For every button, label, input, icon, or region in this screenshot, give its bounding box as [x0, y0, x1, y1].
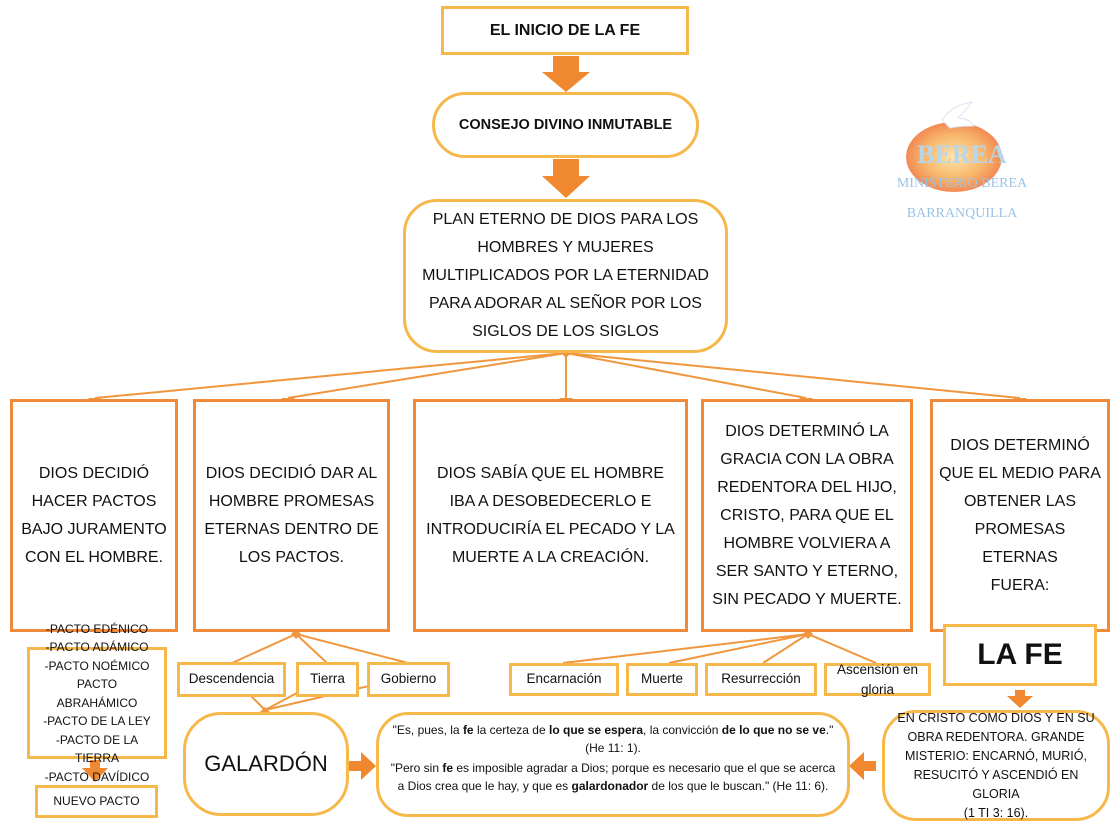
promesa-gobierno-text: Gobierno [380, 671, 437, 687]
dove-icon [941, 101, 975, 129]
la-fe-text: LA FE [977, 638, 1063, 671]
obra-ascension: Ascensión en gloria [824, 662, 931, 697]
promesa-descendencia-text: Descendencia [188, 671, 275, 687]
quote1-text: "Es, pues, la [392, 723, 463, 737]
quote2-text: "Pero sin [390, 761, 443, 775]
branch-pactos-text: DIOS DECIDIÓ HACER PACTOS BAJO JURAMENTO… [21, 464, 167, 566]
quote2-text: es imposible agradar a Dios; porque es n… [397, 761, 836, 793]
logo-ministerio: MINISTERIO BEREA [896, 176, 1028, 191]
quote2-reference: de los que le buscan." (He 11: 6). [648, 779, 829, 793]
quote2-emphasis: galardonador [571, 779, 649, 793]
promesa-tierra: Tierra [296, 662, 359, 697]
title-box: EL INICIO DE LA FE [441, 6, 689, 55]
obra-resurreccion: Resurrección [705, 663, 817, 696]
consejo-box: CONSEJO DIVINO INMUTABLE [432, 92, 699, 158]
branch-gracia-text: DIOS DETERMINÓ LA GRACIA CON LA OBRA RED… [712, 422, 902, 608]
quote1-fe: fe [462, 723, 474, 737]
obra-ascension-text: Ascensión en gloria [836, 661, 919, 697]
promesa-descendencia: Descendencia [177, 662, 286, 697]
obra-resurreccion-text: Resurrección [721, 671, 801, 687]
branch-gracia: DIOS DETERMINÓ LA GRACIA CON LA OBRA RED… [701, 399, 913, 632]
branch-pecado-text: DIOS SABÍA QUE EL HOMBRE IBA A DESOBEDEC… [426, 464, 675, 566]
pactos-list-text: -PACTO EDÉNICO -PACTO ADÁMICO -PACTO NOÉ… [43, 621, 151, 784]
plan-text: PLAN ETERNO DE DIOS PARA LOS HOMBRES Y M… [422, 211, 709, 340]
quote1-emphasis: lo que se espera [548, 723, 644, 737]
berea-logo: BEREA MINISTERIO BEREA BARRANQUILLA [880, 100, 1060, 240]
galardon-text: GALARDÓN [204, 751, 328, 776]
branch-promesas-text: DIOS DECIDIÓ DAR AL HOMBRE PROMESAS ETER… [204, 464, 379, 566]
promesa-gobierno: Gobierno [367, 662, 450, 697]
obra-muerte-text: Muerte [640, 671, 684, 687]
logo-city: BARRANQUILLA [906, 206, 1018, 221]
quote1-reference: ." (He 11: 1). [585, 723, 834, 755]
pactos-list-box: -PACTO EDÉNICO -PACTO ADÁMICO -PACTO NOÉ… [27, 622, 167, 784]
quote1-emphasis: de lo que no se ve [721, 723, 826, 737]
quote1-text: , la convicción [643, 723, 722, 737]
nuevo-pacto-text: NUEVO PACTO [53, 794, 140, 809]
nuevo-pacto-box: NUEVO PACTO [35, 785, 158, 818]
branch-medio: DIOS DETERMINÓ QUE EL MEDIO PARA OBTENER… [930, 399, 1110, 632]
quote1-text: la certeza de [473, 723, 549, 737]
quote-he-11-1: "Es, pues, la fe la certeza de lo que se… [389, 721, 837, 757]
promesa-tierra-text: Tierra [310, 671, 345, 687]
hebrews-quotes-box: "Es, pues, la fe la certeza de lo que se… [376, 712, 850, 817]
obra-encarnacion: Encarnación [509, 663, 619, 696]
cristo-text: EN CRISTO COMO DIOS Y EN SU OBRA REDENTO… [897, 710, 1095, 820]
obra-muerte: Muerte [626, 663, 698, 696]
cristo-box: EN CRISTO COMO DIOS Y EN SU OBRA REDENTO… [882, 710, 1110, 821]
quote-he-11-6: "Pero sin fe es imposible agradar a Dios… [389, 759, 837, 795]
la-fe-box: LA FE [943, 624, 1097, 686]
obra-encarnacion-text: Encarnación [526, 671, 602, 687]
branch-pactos: DIOS DECIDIÓ HACER PACTOS BAJO JURAMENTO… [10, 399, 178, 632]
branch-medio-text: DIOS DETERMINÓ QUE EL MEDIO PARA OBTENER… [939, 436, 1101, 594]
logo-brand: BEREA [917, 140, 1007, 169]
branch-pecado: DIOS SABÍA QUE EL HOMBRE IBA A DESOBEDEC… [413, 399, 688, 632]
galardon-box: GALARDÓN [183, 712, 349, 816]
title-text: EL INICIO DE LA FE [489, 21, 641, 39]
consejo-text: CONSEJO DIVINO INMUTABLE [458, 117, 673, 133]
logo-flame [906, 122, 1002, 192]
plan-box: PLAN ETERNO DE DIOS PARA LOS HOMBRES Y M… [403, 199, 728, 353]
quote2-fe: fe [442, 761, 454, 775]
branch-promesas: DIOS DECIDIÓ DAR AL HOMBRE PROMESAS ETER… [193, 399, 390, 632]
